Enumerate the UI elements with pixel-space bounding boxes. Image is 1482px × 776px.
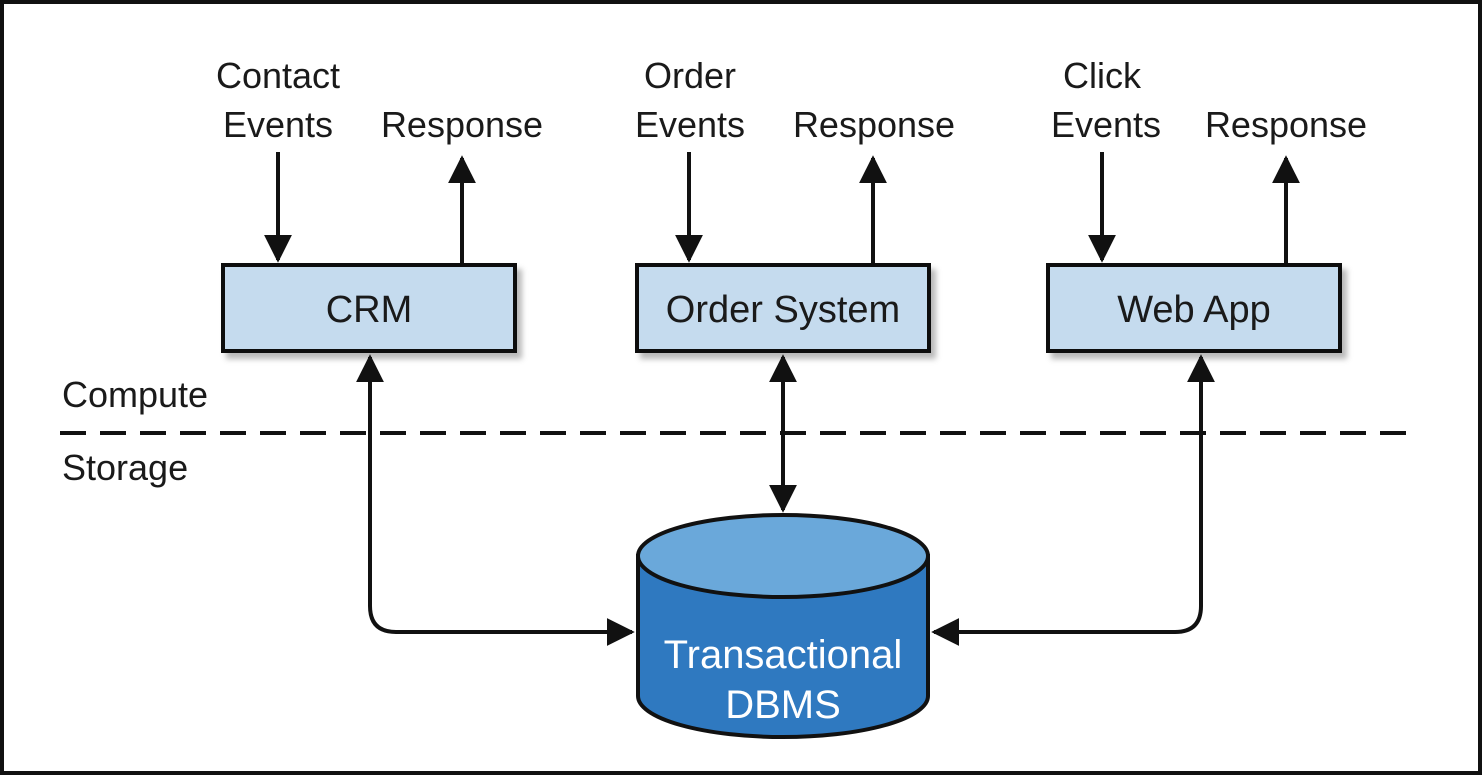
order-system-group: Order Events Response Order System [635, 55, 955, 353]
order-system-box [635, 263, 931, 353]
order-output-label: Response [793, 104, 955, 145]
web-db-connector [931, 354, 1215, 646]
crm-output-label: Response [381, 104, 543, 145]
crm-box-label: CRM [326, 289, 413, 331]
crm-group: Contact Events Response CRM [216, 55, 543, 353]
web-output-label: Response [1205, 104, 1367, 145]
web-app-group: Click Events Response Web App [1046, 55, 1367, 353]
crm-box [221, 263, 517, 353]
crm-input-label-line2: Events [223, 104, 333, 145]
database-body [636, 554, 930, 739]
crm-input-label-line1: Contact [216, 55, 340, 96]
database-label-line1: Transactional [664, 633, 903, 677]
database-top [636, 513, 930, 599]
database-cylinder: Transactional DBMS [636, 513, 930, 739]
compute-layer-label: Compute [62, 374, 208, 415]
crm-db-connector [356, 354, 635, 646]
order-input-label-line1: Order [644, 55, 736, 96]
order-system-box-label: Order System [666, 289, 900, 331]
storage-layer-label: Storage [62, 447, 188, 488]
web-app-box-label: Web App [1117, 289, 1271, 331]
order-input-label-line2: Events [635, 104, 745, 145]
web-app-box [1046, 263, 1342, 353]
web-input-label-line2: Events [1051, 104, 1161, 145]
web-input-label-line1: Click [1063, 55, 1142, 96]
architecture-diagram: Contact Events Response CRM Order Events… [60, 55, 1420, 739]
database-label-line2: DBMS [725, 683, 841, 727]
